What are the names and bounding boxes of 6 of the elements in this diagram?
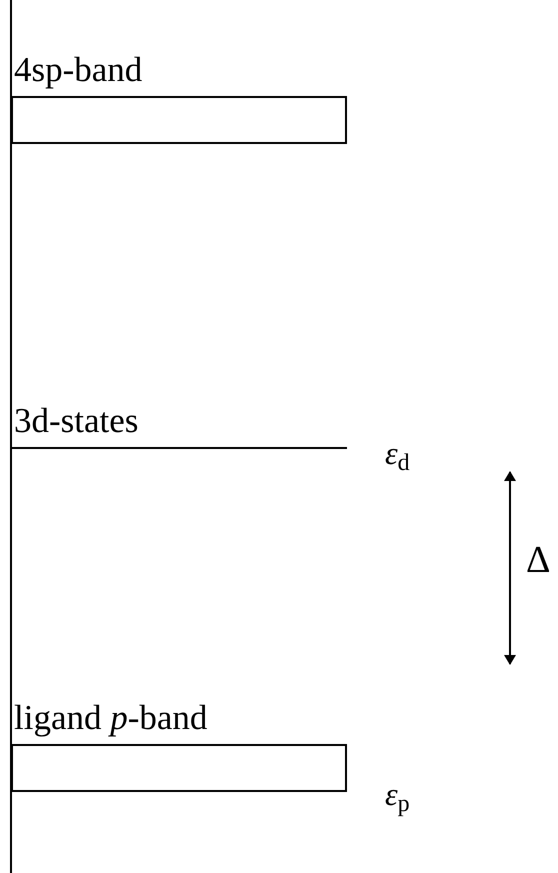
level-label: ligand p-band xyxy=(13,697,208,739)
level-label: 3d-states xyxy=(13,400,138,442)
energy-symbol: ε$_{d}$ xyxy=(385,434,410,473)
gap-label: Δ xyxy=(526,538,550,582)
energy-symbol: ε$_{p}$ xyxy=(385,775,410,814)
level-label: 4sp-band xyxy=(13,49,142,91)
